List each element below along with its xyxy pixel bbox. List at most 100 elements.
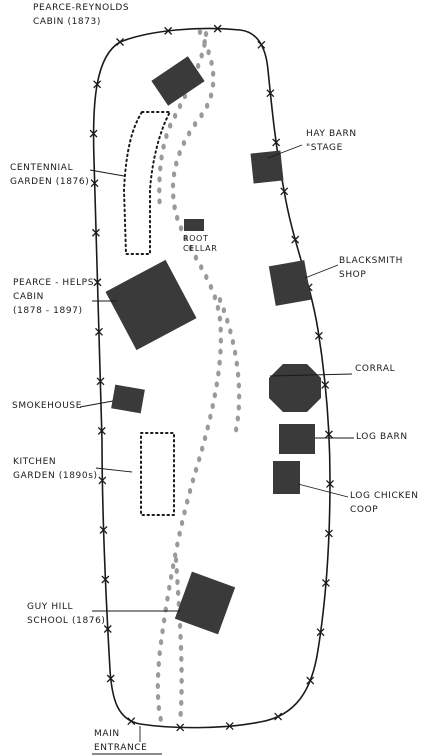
fence-post — [164, 26, 173, 35]
path-dot — [165, 595, 170, 602]
walking-path — [155, 29, 242, 722]
path-dot — [161, 617, 167, 624]
path-dot — [199, 52, 204, 59]
fence-post — [314, 331, 323, 340]
path-dot — [172, 112, 178, 119]
corral — [269, 364, 321, 412]
path-dot — [160, 628, 165, 635]
label-log-barn: LOG BARN — [356, 432, 408, 442]
path-dot — [177, 150, 182, 157]
path-dot — [218, 348, 223, 355]
fence-post — [225, 722, 234, 731]
path-dot — [178, 644, 184, 651]
path-dot — [177, 530, 182, 537]
label-pearce-reynolds-cabin: PEARCE-REYNOLDS CABIN (1873) — [33, 3, 130, 27]
path-dot — [199, 264, 204, 271]
label-blacksmith-shop: BLACKSMITH SHOP — [339, 256, 403, 280]
fence-post — [326, 479, 334, 488]
path-dot — [174, 214, 180, 221]
hay-barn — [250, 150, 284, 184]
path-dot — [199, 112, 204, 119]
centennial-garden-plot — [122, 111, 172, 255]
path-dot — [205, 424, 210, 431]
fence-post — [106, 674, 115, 683]
path-dot — [179, 655, 184, 662]
path-dot — [172, 204, 177, 211]
path-dot — [228, 328, 233, 335]
path-dot — [171, 193, 176, 200]
fence-post — [306, 676, 315, 685]
fence-post — [95, 327, 103, 336]
path-dot — [155, 683, 161, 690]
path-dot — [199, 445, 205, 452]
path-dot — [179, 699, 184, 706]
fence-post — [321, 380, 330, 389]
fence-post — [98, 476, 107, 485]
path-dot — [168, 573, 174, 580]
path-dot — [181, 140, 187, 147]
path-dot — [236, 393, 242, 400]
label-root-cellar: ROOT CELLAR — [183, 234, 218, 253]
path-dot — [156, 704, 162, 711]
fence-post — [176, 723, 185, 732]
label-guy-hill-school: GUY HILL SCHOOL (1876) — [27, 602, 106, 626]
label-pearce-helps-cabin: PEARCE - HELPS CABIN (1878 - 1897) — [13, 278, 95, 316]
path-dot — [179, 677, 184, 684]
path-dot — [195, 62, 201, 69]
fence-post — [272, 138, 281, 147]
label-centennial-garden: CENTENNIAL GARDEN (1876) — [10, 163, 90, 187]
path-dot — [234, 360, 240, 367]
fence-post — [324, 529, 333, 538]
path-dot — [196, 456, 202, 463]
path-dot — [179, 666, 184, 673]
path-dot — [175, 589, 181, 596]
label-smokehouse: SMOKEHOUSE — [12, 401, 82, 411]
path-dot — [157, 176, 162, 183]
path-dot — [171, 171, 177, 178]
path-dot — [173, 557, 179, 563]
path-dot — [185, 498, 190, 505]
pearce-reynolds-cabin — [151, 56, 205, 106]
path-dot — [216, 370, 221, 377]
fence-post — [89, 129, 98, 138]
path-dot — [161, 143, 166, 150]
path-dot — [236, 382, 242, 389]
pearce-helps-cabin — [105, 259, 197, 351]
path-dot — [215, 304, 221, 311]
path-dot — [182, 509, 187, 516]
path-dot — [193, 254, 199, 261]
path-dot — [217, 359, 222, 366]
kitchen-garden-plot — [140, 432, 175, 516]
fence-post — [127, 717, 136, 726]
path-dot — [221, 307, 227, 314]
path-dot — [208, 413, 213, 420]
path-dot — [157, 187, 162, 194]
path-dot — [235, 371, 241, 378]
path-dot — [157, 198, 162, 205]
path-dot — [177, 622, 183, 629]
path-dot — [204, 274, 209, 281]
leader-lines — [79, 144, 354, 755]
path-dot — [235, 415, 241, 422]
fence-post — [96, 377, 105, 386]
path-dot — [156, 661, 161, 668]
label-log-chicken-coop: LOG CHICKEN COOP — [350, 491, 419, 515]
path-dot — [212, 294, 218, 301]
path-dot — [170, 563, 176, 570]
path-dot — [208, 284, 214, 291]
fence-post — [291, 235, 300, 244]
fence-post — [116, 38, 124, 46]
label-kitchen-garden: KITCHEN GARDEN (1890s) — [13, 457, 98, 481]
label-corral: CORRAL — [355, 364, 396, 374]
path-dot — [174, 160, 179, 167]
path-dot — [155, 672, 161, 679]
path-dot — [210, 70, 216, 77]
path-dot — [158, 715, 163, 722]
fence-posts — [89, 24, 334, 732]
path-dot — [202, 41, 207, 48]
path-dot — [174, 567, 179, 574]
path-dot — [197, 29, 203, 35]
fence-post — [99, 526, 108, 534]
fence-post — [213, 24, 222, 33]
